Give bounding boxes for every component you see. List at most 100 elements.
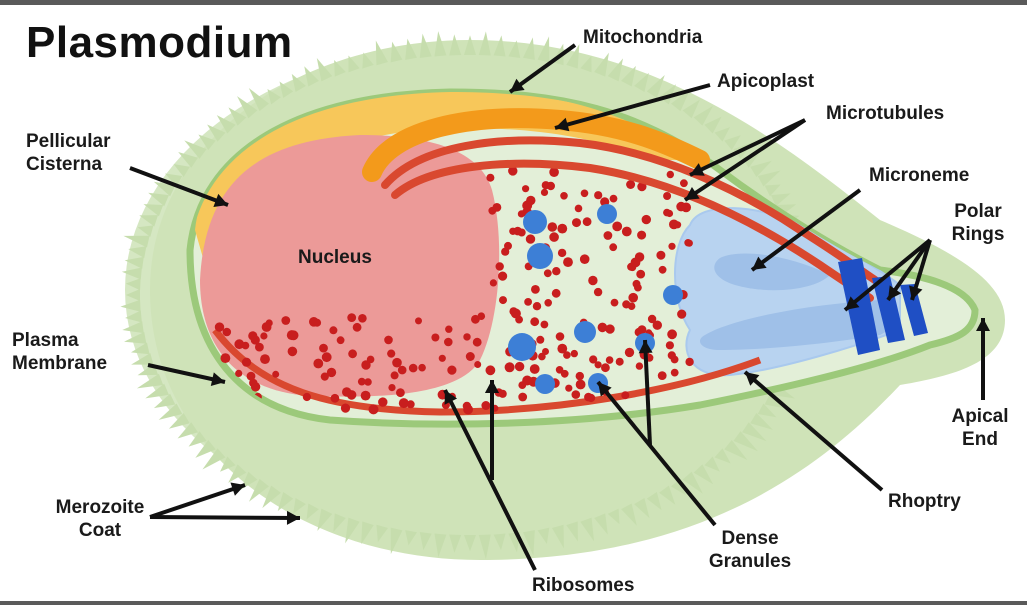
ribosome: [563, 257, 573, 267]
ribosome: [478, 312, 486, 320]
ribosome: [674, 221, 681, 228]
ribosome: [581, 190, 589, 198]
ribosome: [572, 390, 581, 399]
ribosome: [439, 355, 446, 362]
ribosome: [384, 336, 393, 345]
label-apical-line1: Apical: [935, 405, 1025, 428]
label-microtubules: Microtubules: [826, 102, 944, 125]
label-dense-granules: Dense Granules: [695, 527, 805, 573]
dense-granule: [523, 210, 547, 234]
ribosome: [505, 362, 515, 372]
ribosome: [348, 349, 357, 358]
ribosome: [526, 234, 535, 243]
label-plasma-line2: Membrane: [12, 352, 107, 375]
label-pellicular-line1: Pellicular: [26, 130, 111, 153]
ribosome: [496, 262, 504, 270]
ribosome: [663, 192, 671, 200]
ribosome: [594, 288, 602, 296]
ribosome: [524, 298, 532, 306]
ribosome: [322, 352, 332, 362]
ribosome: [606, 356, 614, 364]
ribosome: [557, 224, 567, 234]
ribosome: [558, 249, 566, 257]
ribosome: [541, 321, 549, 329]
ribosome: [556, 332, 565, 341]
ribosome: [353, 323, 362, 332]
dense-granule: [597, 204, 617, 224]
ribosome: [536, 336, 544, 344]
dense-granule: [535, 374, 555, 394]
ribosome: [251, 382, 260, 391]
ribosome: [247, 372, 256, 381]
ribosome: [445, 326, 452, 333]
ribosome: [409, 364, 418, 373]
ribosome: [595, 361, 602, 368]
ribosome: [387, 350, 395, 358]
ribosome: [677, 310, 686, 319]
label-granules-line1: Dense: [695, 527, 805, 550]
ribosome: [668, 243, 675, 250]
ribosome: [588, 276, 597, 285]
ribosome: [513, 227, 522, 236]
ribosome: [399, 398, 409, 408]
ribosome: [331, 394, 340, 403]
ribosome: [488, 207, 496, 215]
ribosome: [498, 272, 507, 281]
arrow-coat-2: [150, 517, 300, 518]
ribosome: [518, 381, 526, 389]
ribosome: [288, 347, 298, 357]
ribosome: [611, 299, 619, 307]
ribosome: [396, 388, 405, 397]
label-coat-line1: Merozoite: [45, 496, 155, 519]
ribosome: [544, 269, 552, 277]
ribosome: [610, 195, 618, 203]
ribosome: [486, 365, 496, 375]
ribosome: [341, 404, 350, 413]
ribosome: [518, 393, 527, 402]
ribosome: [504, 242, 512, 250]
label-plasma-membrane: Plasma Membrane: [12, 329, 107, 375]
ribosome: [473, 338, 482, 347]
ribosome: [530, 317, 539, 326]
ribosome: [342, 387, 351, 396]
ribosome: [321, 373, 329, 381]
ribosome: [531, 285, 540, 294]
ribosome: [576, 380, 586, 390]
arrow-coat-1: [150, 485, 245, 517]
ribosome: [671, 369, 679, 377]
dense-granule: [574, 321, 596, 343]
ribosome: [444, 338, 453, 347]
ribosome: [388, 384, 395, 391]
ribosome: [303, 393, 311, 401]
ribosome: [463, 402, 471, 410]
ribosome: [680, 179, 688, 187]
ribosome: [463, 333, 470, 340]
ribosome: [636, 270, 645, 279]
ribosome: [685, 358, 693, 366]
ribosome: [656, 251, 665, 260]
ribosome: [499, 296, 507, 304]
ribosome: [565, 385, 572, 392]
ribosome: [667, 329, 677, 339]
ribosome: [242, 358, 251, 367]
ribosome: [622, 227, 632, 237]
label-ribosomes: Ribosomes: [532, 574, 634, 597]
ribosome: [378, 397, 387, 406]
ribosome: [560, 192, 568, 200]
ribosome: [612, 222, 622, 232]
ribosome: [583, 217, 592, 226]
label-apical-end: Apical End: [935, 405, 1025, 451]
label-merozoite-coat: Merozoite Coat: [45, 496, 155, 542]
label-apicoplast: Apicoplast: [717, 70, 814, 93]
ribosome: [369, 404, 379, 414]
dense-granule: [527, 243, 553, 269]
label-polar-line2: Rings: [938, 223, 1018, 246]
ribosome: [313, 319, 321, 327]
ribosome: [557, 344, 567, 354]
ribosome: [667, 171, 674, 178]
ribosome: [638, 325, 647, 334]
label-granules-line2: Granules: [695, 550, 805, 573]
ribosome: [580, 254, 590, 264]
ribosome: [486, 174, 494, 182]
ribosome: [235, 370, 242, 377]
